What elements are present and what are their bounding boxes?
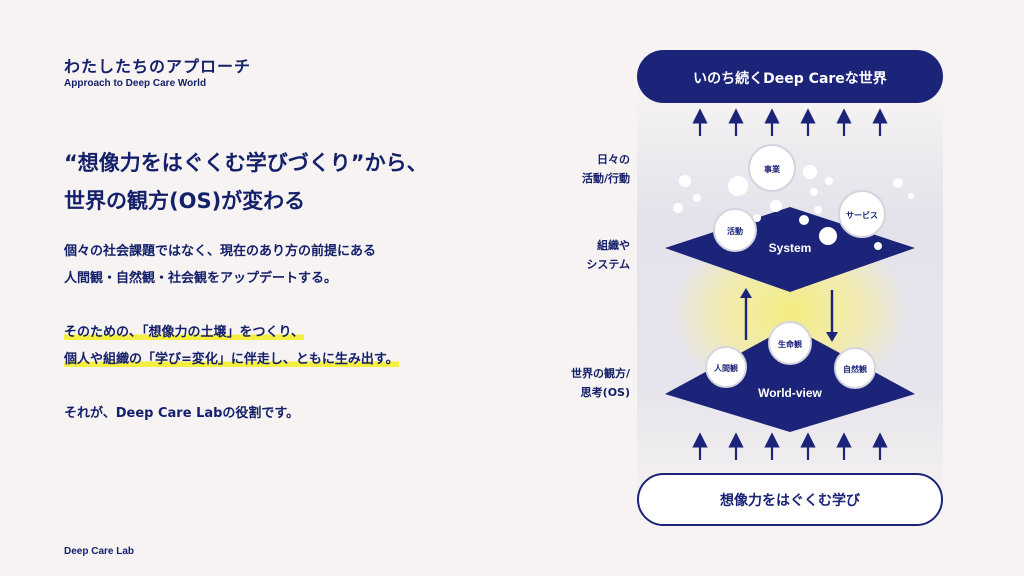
side-label-line: 思考(OS) <box>520 383 630 402</box>
bubble-view-of-nature-label: 自然観 <box>843 364 867 374</box>
bubble <box>673 203 683 213</box>
side-label-line: 世界の観方/ <box>520 364 630 383</box>
top-banner-label: いのち続くDeep Careな世界 <box>693 70 888 87</box>
bubble <box>679 175 691 187</box>
bubble-activity-label: 活動 <box>727 226 743 236</box>
side-label-system: 組織や システム <box>520 236 630 274</box>
system-layer-label: System <box>769 241 812 255</box>
bubble-view-of-life-label: 生命観 <box>778 339 802 349</box>
worldview-layer-label: World-view <box>758 386 822 400</box>
side-label-line: 日々の <box>520 150 630 169</box>
bubble <box>893 178 903 188</box>
bubble <box>693 194 701 202</box>
bubble-business-label: 事業 <box>764 164 781 174</box>
bubble-view-of-humans-label: 人間観 <box>714 363 738 373</box>
bubble <box>874 242 882 250</box>
bubble <box>908 193 914 199</box>
bubble <box>728 176 748 196</box>
bubble <box>810 188 818 196</box>
bubble <box>819 227 837 245</box>
side-label-line: 組織や <box>520 236 630 255</box>
side-label-actions: 日々の 活動/行動 <box>520 150 630 188</box>
bubble <box>825 177 833 185</box>
bottom-banner-label: 想像力をはぐくむ学び <box>719 492 861 509</box>
side-label-line: 活動/行動 <box>520 169 630 188</box>
bubble <box>814 206 822 214</box>
bubble <box>770 200 782 212</box>
side-label-line: システム <box>520 255 630 274</box>
bubble-service-label: サービス <box>846 210 878 220</box>
bubble <box>799 215 809 225</box>
bubble <box>803 165 817 179</box>
side-label-worldview: 世界の観方/ 思考(OS) <box>520 364 630 402</box>
